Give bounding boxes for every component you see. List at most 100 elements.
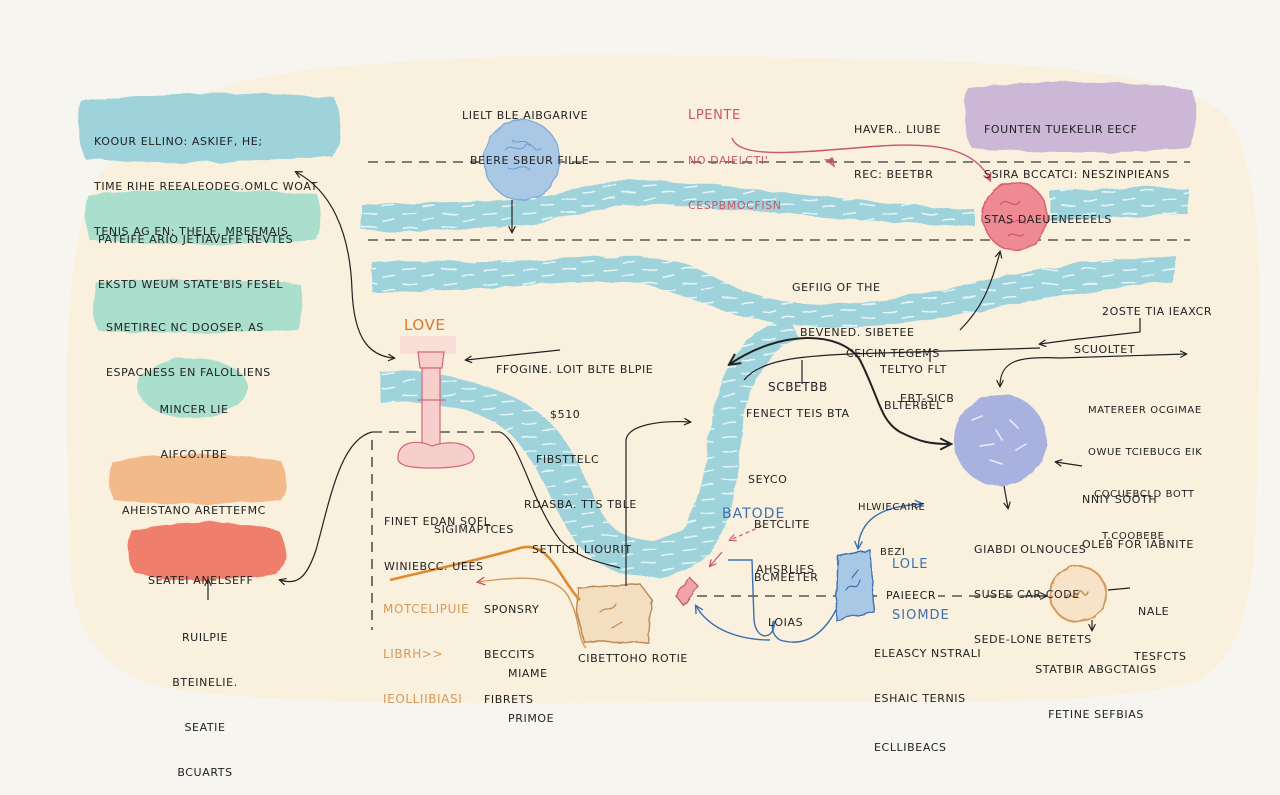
peach-block-text: AHEISTANO ARETTEFMC [122, 473, 266, 533]
orange-label-line-2: LIBRH>> [383, 647, 444, 661]
arrow-map-to-river [625, 422, 690, 586]
tower-base [397, 441, 475, 469]
teal-block-shape [77, 93, 341, 163]
connectors [208, 172, 1186, 630]
nniy-label-line-1: NNIY SOOTH [1082, 493, 1158, 506]
sponsry-label: SPONSRY BECCITS FIBRETS [484, 572, 539, 722]
bcmeter-label: BCMEETER LOIAS [754, 540, 819, 645]
elearsy-label: ELEASCY NSTRALI ESHAIC TERNIS ECLLIBEACS [874, 616, 981, 770]
purple-node [954, 394, 1046, 486]
statbir-label-line-1: STATBIR ABGCTAIGS [1035, 663, 1157, 676]
giabd-label-line-3: SEDE-LONE BETETS [974, 633, 1092, 646]
elearsy-label-line-1: ELEASCY NSTRALI [874, 647, 982, 660]
arrow-teal-to-tower [296, 172, 394, 358]
love-title: LOVE [404, 316, 446, 334]
haver-label-line-2: REC: BEETBR [854, 168, 934, 181]
tower-halo [400, 336, 456, 354]
lavender-block-line-1: FOUNTEN TUEKELIR EECF [984, 123, 1138, 136]
mint-block-1-text: PATEIFE ARIO JETIAVEFE REVTES EKSTD WEUM… [98, 202, 293, 307]
orange-arrow-line [478, 578, 587, 649]
teal-block-line-1: KOOUR ELLINO: ASKIEF, HE; [94, 135, 263, 148]
sygco-label: SEYCO BETCLITE AHSRLIES [748, 442, 815, 592]
statbir-label-line-2: FETINE SEFBIAS [1048, 708, 1144, 721]
statbir-label: STATBIR ABGCTAIGS FETINE SEFBIAS [1026, 632, 1166, 737]
materer-label-line-3: COCUEBCLD BOTT [1094, 489, 1195, 500]
teal-block-line-2: TIME RIHE REEALEODEG.OMLC WOAT [94, 180, 318, 193]
love-note-line-3: FIBSTTELC [536, 453, 600, 466]
finet-label-line-1: FINET EDAN SOFL [384, 515, 491, 528]
teal-block-line-3: TENIS AG EN: THELE. MREEMAIS [94, 225, 289, 238]
batode-label: BATODE [722, 506, 786, 522]
ceicin-label: CEICIN TEGEMS EBT-SICB [846, 316, 954, 421]
haver-label-line-1: HAVER.. LIUBE [854, 123, 942, 136]
orange-label: MOTCELIPUIE LIBRH>> IEOLLIIBIASI [383, 572, 469, 722]
lavender-block-line-3: STAS DAEUENEEEELS [984, 213, 1112, 226]
mint-blob-text: MINCER LIE AIFCO.ITBE [148, 372, 240, 477]
arrow-orange-node-right [1107, 587, 1131, 591]
nale-label: NALE TESFCTS [1134, 574, 1187, 679]
sponsry-label-line-2: BECCITS [484, 648, 536, 661]
blterel-label: BLTERBEL [884, 399, 943, 412]
sygco-label-line-3: AHSRLIES [756, 563, 815, 576]
red-arrow-to-pink-node [731, 137, 990, 180]
arrow-purple-to-nniy [1056, 462, 1083, 466]
bcmeter-label-line-1: BCMEETER [754, 571, 819, 584]
haver-label: HAVER.. LIUBE REC: BEETBR [854, 92, 941, 197]
mint-blob-shape [138, 358, 248, 418]
coral-block-line-1: SEATEI ANELSEFF [148, 574, 254, 587]
node-scribbles [504, 139, 1089, 629]
orange-label-line-3: IEOLLIIBIASI [383, 692, 463, 706]
mint-blob-line-1: MINCER LIE [159, 403, 229, 416]
blue-tile [835, 549, 875, 621]
lavender-block-shape [963, 82, 1197, 153]
love-note: FFOGINE. LOIT BLTE BLPIE $510 FIBSTTELC … [496, 332, 653, 572]
sigmapters-label: SIGIMAPTCES [434, 523, 514, 536]
pink-node [982, 181, 1048, 251]
materer-label: MATEREER OCGIMAE OWUE TCIEBUCG EIK COCUE… [1088, 376, 1202, 558]
bottom-left-note-line-3: SEATIE [184, 721, 226, 734]
peach-block-shape [109, 454, 287, 505]
red-arrow-tag [710, 551, 723, 566]
giabd-label-line-1: GIABDI OLNOUCES [974, 543, 1087, 556]
love-note-line-1: FFOGINE. LOIT BLTE BLPIE [496, 363, 654, 376]
ceicin-label-line-2: EBT-SICB [900, 392, 955, 405]
nniy-label: NNIY SOOTH OLEB FOR IABNITE [1082, 462, 1194, 567]
blue-node-label-line-2: BEERE SBEUR FILLE [470, 154, 590, 167]
mint-block-2-line-1: SMETIREC NC DOOSEP. AS [106, 321, 264, 334]
orange-label-line-1: MOTCELIPUIE [383, 602, 470, 616]
blue-arrow-to-tag [696, 606, 771, 641]
mint-block-2-line-2: ESPACNESS EN FALOLLIENS [106, 366, 271, 379]
tower-cap [417, 351, 445, 369]
brown-map-sketch [575, 583, 653, 643]
arrow-coral-from-dashed [280, 431, 373, 582]
paieecr-label: PAIEECR [884, 588, 939, 603]
arrow-purple-down [1004, 485, 1008, 508]
hlwecaire-label-line-2: BEZI [880, 547, 906, 558]
arrow-right-top [1040, 318, 1141, 344]
lole-label-line-1: LOLE [892, 557, 929, 572]
lavender-block-text: FOUNTEN TUEKELIR EECF SSIRA BCCATCI: NES… [984, 92, 1170, 242]
teal-block-text: KOOUR ELLINO: ASKIEF, HE; TIME RIHE REEA… [94, 104, 318, 254]
bcmeter-label-line-2: LOIAS [768, 616, 804, 629]
giabd-label-line-2: SUSEE CAR CODE [974, 588, 1080, 601]
materer-label-line-4: T.COOBEBE [1102, 531, 1165, 542]
bottom-left-note-line-4: BCUARTS [177, 766, 233, 779]
lole-label-line-2: SIOMDE [892, 608, 950, 623]
elearsy-label-line-2: ESHAIC TERNIS [874, 692, 966, 705]
sponsry-label-line-3: FIBRETS [484, 693, 534, 706]
hlwecaire-label-line-1: HLWIECAIRE [858, 502, 926, 513]
teltyo-label: TELTYO FLT [880, 363, 947, 376]
feneot-label: FENECT TEIS BTA [746, 407, 850, 420]
scuoltet-label: SCUOLTET [1074, 343, 1136, 356]
blue-arrow-tile-up [858, 504, 922, 548]
red-note-line-2: NO DAIELCTI' [688, 154, 769, 167]
ceicin-label-line-1: CEICIN TEGEMS [846, 347, 940, 360]
coral-block-text: SEATEI ANELSEFF [148, 543, 253, 603]
lole-label: LOLE SIOMDE [892, 522, 950, 641]
orange-path-line [389, 545, 581, 601]
nale-label-line-1: NALE [1138, 605, 1170, 618]
left-blocks [77, 82, 1197, 580]
giabd-label: GIABDI OLNOUCES SUSEE CAR CODE SEDE-LONE… [974, 512, 1092, 662]
mint-block-2-text: SMETIREC NC DOOSEP. AS ESPACNESS EN FALO… [106, 290, 271, 395]
lavender-block-line-2: SSIRA BCCATCI: NESZINPIEANS [984, 168, 1170, 181]
